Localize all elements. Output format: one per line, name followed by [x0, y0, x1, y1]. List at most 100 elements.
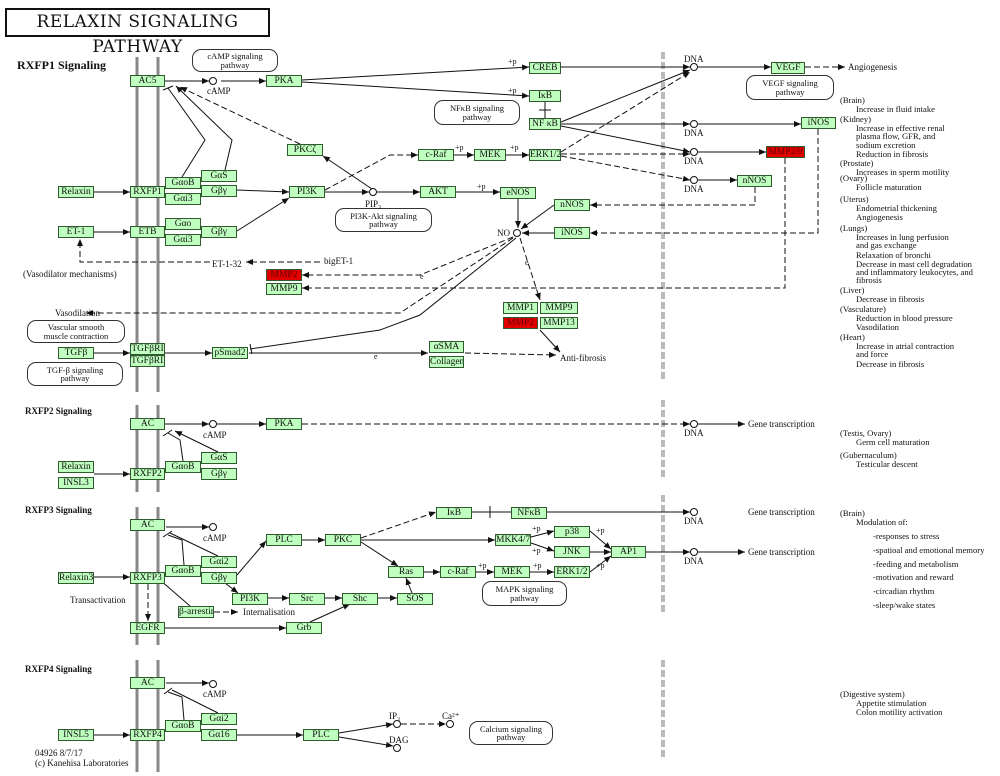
- gene-node-gaob4[interactable]: GαoB: [165, 720, 201, 732]
- gene-node-plc3[interactable]: PLC: [266, 534, 302, 546]
- gene-node-ga16[interactable]: Gα16: [201, 729, 237, 741]
- gene-node-gby3[interactable]: Gβγ: [201, 468, 237, 480]
- pathway-link-vsmc_pw[interactable]: Vascular smooth muscle contraction: [27, 320, 125, 343]
- gene-node-relaxin2[interactable]: Relaxin: [58, 461, 94, 473]
- gene-node-gai2b[interactable]: Gαi2: [201, 713, 237, 725]
- gene-node-gby2[interactable]: Gβγ: [201, 226, 237, 238]
- gene-node-pka2[interactable]: PKA: [266, 418, 302, 430]
- gene-node-insl5[interactable]: INSL5: [58, 729, 94, 741]
- gene-node-egfr[interactable]: EGFR: [130, 622, 165, 634]
- gene-node-asma[interactable]: αSMA: [429, 341, 464, 353]
- gene-node-craf1[interactable]: c-Raf: [418, 149, 454, 161]
- gene-node-ac2[interactable]: AC: [130, 418, 165, 430]
- compound-circle[interactable]: [513, 229, 521, 237]
- gene-node-mmp9b[interactable]: MMP9: [540, 302, 578, 314]
- gene-node-akt[interactable]: AKT: [420, 186, 456, 198]
- pathway-link-pi3k_pw[interactable]: PI3K-Akt signaling pathway: [335, 208, 432, 232]
- gene-node-barr[interactable]: β-arrestin: [178, 606, 214, 618]
- compound-circle[interactable]: [690, 120, 698, 128]
- gene-node-erk3[interactable]: ERK1/2: [554, 566, 590, 578]
- gene-node-gaob2[interactable]: GαoB: [165, 461, 201, 473]
- gene-node-vegf[interactable]: VEGF: [771, 62, 805, 74]
- pathway-link-camp_pw[interactable]: cAMP signaling pathway: [192, 49, 278, 72]
- gene-node-mek3[interactable]: MEK: [494, 566, 530, 578]
- compound-circle[interactable]: [369, 188, 377, 196]
- gene-node-pi3k3[interactable]: PI3K: [232, 593, 268, 605]
- gene-node-mkk[interactable]: MKK4/7: [495, 534, 531, 546]
- gene-node-mmp13[interactable]: MMP13: [540, 317, 578, 329]
- pathway-link-mapk_pw[interactable]: MAPK signaling pathway: [482, 581, 567, 606]
- compound-circle[interactable]: [446, 720, 454, 728]
- gene-node-gaob1[interactable]: GαoB: [165, 177, 201, 189]
- gene-node-grb[interactable]: Grb: [286, 622, 322, 634]
- gene-node-gby4[interactable]: Gβγ: [201, 572, 237, 584]
- gene-node-rxfp4[interactable]: RXFP4: [130, 729, 165, 741]
- gene-node-relaxin3[interactable]: Relaxin3: [58, 572, 94, 584]
- gene-node-gaob3[interactable]: GαoB: [165, 565, 201, 577]
- compound-circle[interactable]: [209, 77, 217, 85]
- gene-node-mmp29[interactable]: MMP2/9: [766, 146, 805, 158]
- gene-node-gai3a[interactable]: Gαi3: [165, 193, 201, 205]
- gene-node-ac3[interactable]: AC: [130, 519, 165, 531]
- gene-node-relaxin1[interactable]: Relaxin: [58, 186, 94, 198]
- gene-node-insl3[interactable]: INSL3: [58, 477, 94, 489]
- gene-node-gao[interactable]: Gαo: [165, 218, 201, 230]
- gene-node-rxfp1[interactable]: RXFP1: [130, 186, 165, 198]
- gene-node-collagen[interactable]: Collagen: [429, 356, 464, 368]
- gene-node-pka1[interactable]: PKA: [266, 75, 302, 87]
- gene-node-rxfp2[interactable]: RXFP2: [130, 468, 165, 480]
- gene-node-erk1[interactable]: ERK1/2: [529, 149, 561, 161]
- gene-node-tgfbr2[interactable]: TGFβRII: [130, 355, 165, 367]
- pathway-link-nfkb_pw[interactable]: NFκB signaling pathway: [434, 100, 520, 125]
- compound-circle[interactable]: [209, 523, 217, 531]
- gene-node-inos_r[interactable]: iNOS: [801, 117, 836, 129]
- gene-node-gai3b[interactable]: Gαi3: [165, 234, 201, 246]
- compound-circle[interactable]: [393, 720, 401, 728]
- compound-circle[interactable]: [690, 148, 698, 156]
- gene-node-ac4[interactable]: AC: [130, 677, 165, 689]
- gene-node-psmad2[interactable]: pSmad2: [212, 347, 248, 359]
- gene-node-src[interactable]: Src: [289, 593, 325, 605]
- gene-node-pkc[interactable]: PKC: [325, 534, 361, 546]
- gene-node-nfkb1[interactable]: NF κB: [529, 118, 561, 130]
- compound-circle[interactable]: [209, 420, 217, 428]
- gene-node-nnos_r[interactable]: nNOS: [737, 175, 772, 187]
- gene-node-mmp1[interactable]: MMP1: [503, 302, 538, 314]
- gene-node-sos[interactable]: SOS: [397, 593, 433, 605]
- gene-node-p38[interactable]: p38: [554, 526, 590, 538]
- gene-node-ac5[interactable]: AC5: [130, 75, 165, 87]
- gene-node-nfkb3[interactable]: NFκB: [511, 507, 547, 519]
- compound-circle[interactable]: [690, 508, 698, 516]
- gene-node-gai2a[interactable]: Gαi2: [201, 556, 237, 568]
- pathway-link-vegf_pw[interactable]: VEGF signaling pathway: [746, 75, 834, 100]
- gene-node-pkcz[interactable]: PKCζ: [287, 144, 323, 156]
- compound-circle[interactable]: [690, 63, 698, 71]
- pathway-link-tgfb_pw[interactable]: TGF-β signaling pathway: [27, 362, 123, 386]
- gene-node-mmp2b[interactable]: MMP2: [503, 317, 538, 329]
- gene-node-jnk[interactable]: JNK: [554, 546, 590, 558]
- compound-circle[interactable]: [690, 420, 698, 428]
- compound-circle[interactable]: [690, 548, 698, 556]
- gene-node-et1[interactable]: ET-1: [58, 226, 94, 238]
- gene-node-craf3[interactable]: c-Raf: [440, 566, 476, 578]
- gene-node-plc4[interactable]: PLC: [303, 729, 339, 741]
- gene-node-tgfbr1[interactable]: TGFβRI: [130, 343, 165, 355]
- gene-node-mmp2a[interactable]: MMP2: [266, 269, 302, 281]
- gene-node-ikb3[interactable]: IκB: [436, 507, 472, 519]
- pathway-link-ca_pw[interactable]: Calcium signaling pathway: [469, 721, 553, 745]
- gene-node-gas1[interactable]: GαS: [201, 170, 237, 182]
- gene-node-mek1[interactable]: MEK: [474, 149, 506, 161]
- gene-node-ikb1[interactable]: IκB: [529, 90, 561, 102]
- gene-node-mmp9a[interactable]: MMP9: [266, 283, 302, 295]
- gene-node-ap1[interactable]: AP1: [611, 546, 646, 558]
- gene-node-gby1[interactable]: Gβγ: [201, 185, 237, 197]
- compound-circle[interactable]: [690, 176, 698, 184]
- gene-node-nnos_m[interactable]: nNOS: [554, 199, 590, 211]
- gene-node-enos[interactable]: eNOS: [500, 187, 536, 199]
- gene-node-ras[interactable]: Ras: [388, 566, 424, 578]
- gene-node-shc[interactable]: Shc: [342, 593, 378, 605]
- gene-node-creb[interactable]: CREB: [529, 62, 561, 74]
- compound-circle[interactable]: [393, 744, 401, 752]
- gene-node-tgfb[interactable]: TGFβ: [58, 347, 94, 359]
- gene-node-inos_m[interactable]: iNOS: [554, 227, 590, 239]
